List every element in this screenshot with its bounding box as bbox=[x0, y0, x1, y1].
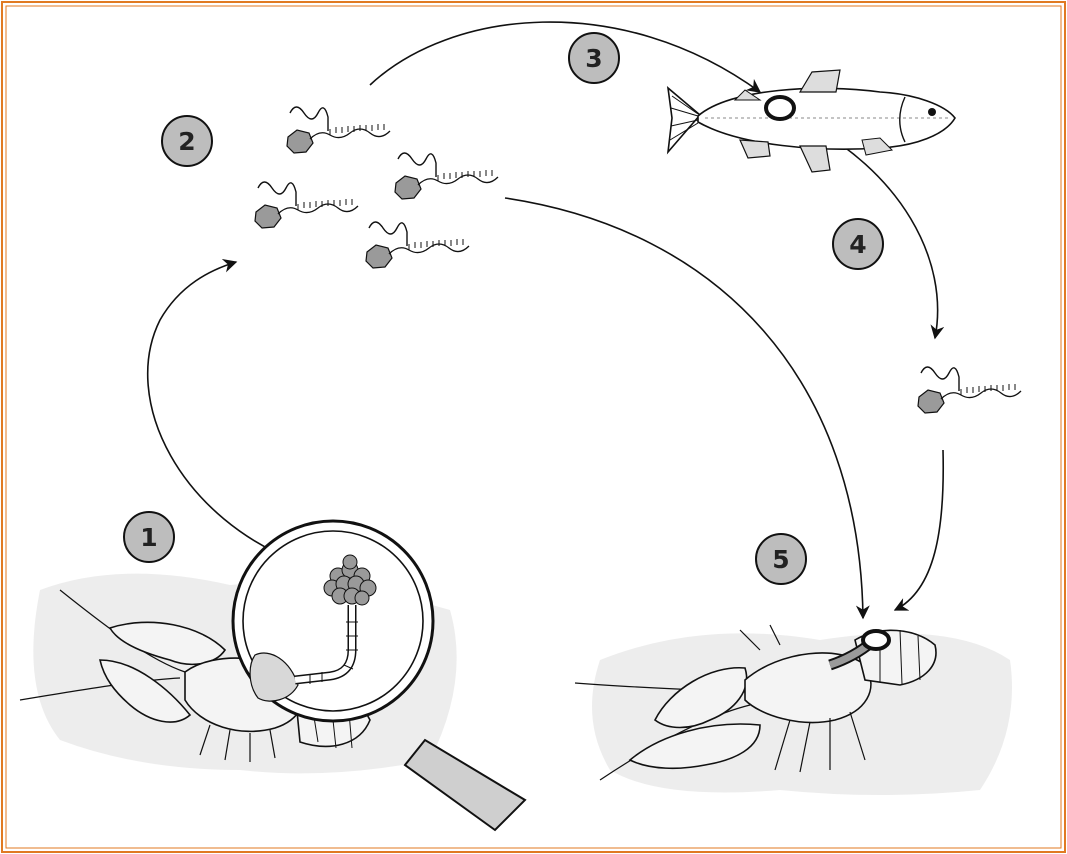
stage-label-4: 4 bbox=[849, 230, 866, 259]
arrow-4-to-5 bbox=[895, 450, 943, 610]
zoospore bbox=[287, 107, 390, 153]
stage-badge-1: 1 bbox=[124, 512, 174, 562]
fish-pelvic-fin bbox=[800, 146, 830, 172]
fish-body bbox=[698, 88, 955, 149]
fish-dorsal-fin bbox=[800, 70, 840, 92]
arrow-2-to-3 bbox=[370, 22, 760, 92]
stage-badge-5: 5 bbox=[756, 534, 806, 584]
fish-eye bbox=[928, 108, 936, 116]
magnifier-handle bbox=[405, 740, 525, 830]
stage-badge-2: 2 bbox=[162, 116, 212, 166]
stage-badge-3: 3 bbox=[569, 33, 619, 83]
zoospore bbox=[395, 153, 498, 199]
stage-badge-4: 4 bbox=[833, 219, 883, 269]
fish-tail bbox=[668, 88, 700, 152]
zoospores-cluster bbox=[255, 107, 498, 268]
zoospore bbox=[366, 222, 469, 268]
stage-label-2: 2 bbox=[178, 127, 195, 156]
fish-anal-fin bbox=[740, 140, 770, 158]
stage-label-3: 3 bbox=[585, 44, 602, 73]
zoospore bbox=[255, 182, 358, 228]
stage-label-5: 5 bbox=[772, 545, 789, 574]
arrow-2-to-5 bbox=[505, 198, 863, 618]
stage-label-1: 1 bbox=[140, 523, 157, 552]
magnifier-icon bbox=[233, 521, 525, 830]
arrow-1-to-2 bbox=[148, 262, 305, 565]
fish-host bbox=[668, 70, 955, 172]
zoospore-single bbox=[918, 367, 1021, 413]
crayfish-infection-spot bbox=[863, 631, 889, 649]
fish-infection-spot bbox=[766, 97, 794, 119]
